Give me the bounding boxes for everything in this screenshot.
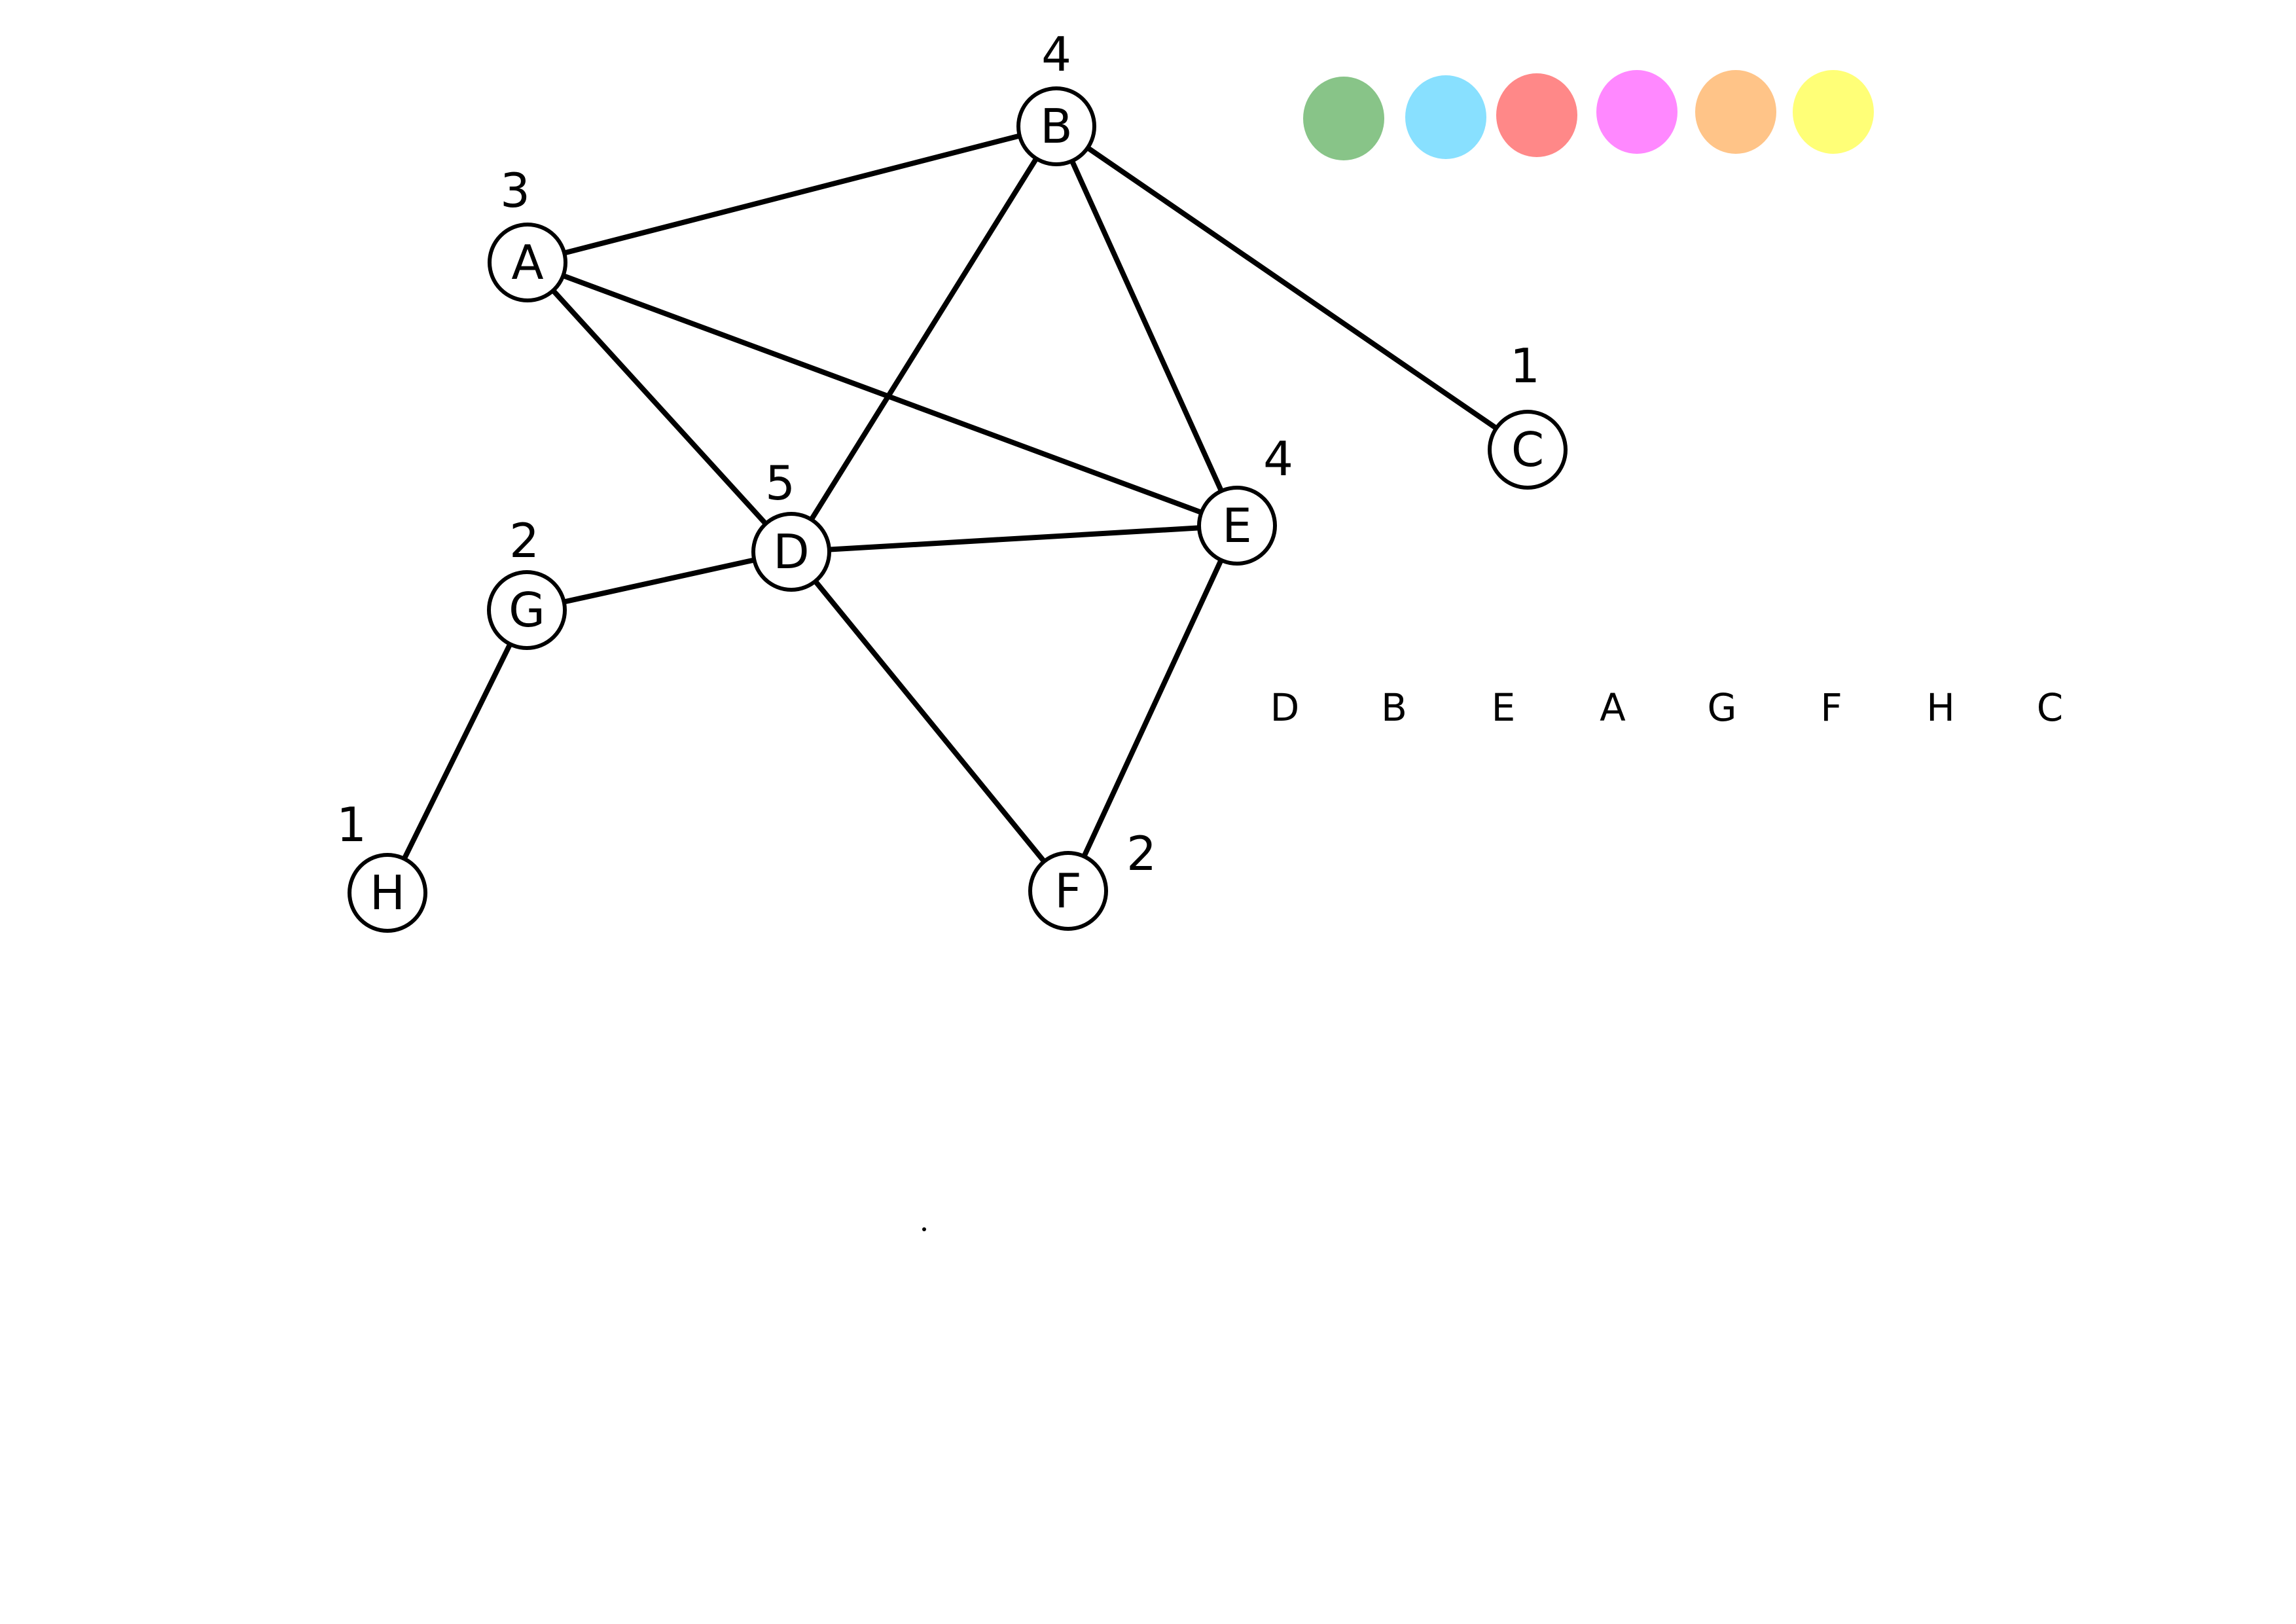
node-circle [1488,410,1568,490]
ordering-item: H [1926,685,1955,730]
edge-a-b [564,133,1020,256]
node-circle [751,512,831,592]
node-label: H [370,865,405,920]
edge-g-h [402,643,512,860]
node-label: B [1040,99,1072,154]
node-g: G2 [487,513,567,650]
node-label: F [1054,863,1081,918]
node-h: H1 [336,797,427,933]
edges-layer [402,133,1498,863]
ordering-item: F [1820,685,1842,730]
color-swatch [1793,70,1874,154]
ordering-item: B [1381,685,1407,730]
node-label: A [511,235,543,290]
color-palette [1303,70,1874,160]
node-e: E4 [1197,431,1293,566]
node-f: F2 [1028,826,1157,931]
degree-label: 1 [1510,338,1540,393]
color-swatch [1303,77,1384,160]
node-c: C1 [1488,338,1568,490]
degree-label: 5 [765,456,795,511]
degree-label: 2 [1126,826,1157,881]
node-d: D5 [751,456,831,592]
edge-b-c [1086,145,1498,431]
node-circle [348,853,427,933]
ordering-item: C [2037,685,2064,730]
node-label: C [1511,422,1544,477]
degree-label: 3 [500,163,530,218]
color-swatch [1405,75,1486,159]
edge-e-f [1081,558,1224,858]
color-swatch [1695,70,1776,154]
node-label: G [509,583,545,638]
degree-label: 2 [509,513,539,568]
node-circle [488,223,567,302]
color-swatch [1496,73,1577,157]
node-label: E [1222,498,1252,553]
edge-d-g [563,557,755,605]
node-circle [1016,86,1096,166]
color-swatch [1596,70,1677,154]
node-label: D [773,524,809,579]
node-b: B4 [1016,27,1096,166]
node-circle [487,570,567,650]
degree-label: 1 [336,797,367,852]
node-circle [1197,486,1277,566]
ordering-item: A [1600,685,1626,730]
ordering-item: E [1492,685,1516,730]
node-a: A3 [488,163,567,302]
edge-a-d [551,289,768,526]
ordering-item: D [1270,685,1300,730]
stray-dot [922,1227,926,1231]
ordering-item: G [1708,685,1737,730]
degree-label: 4 [1041,27,1071,82]
edge-a-e [562,273,1203,515]
edge-d-f [813,579,1047,863]
node-circle [1028,851,1108,931]
degree-label: 4 [1263,431,1293,486]
edge-b-d [809,157,1039,521]
edge-d-e [829,525,1200,552]
edge-b-e [1069,160,1224,492]
